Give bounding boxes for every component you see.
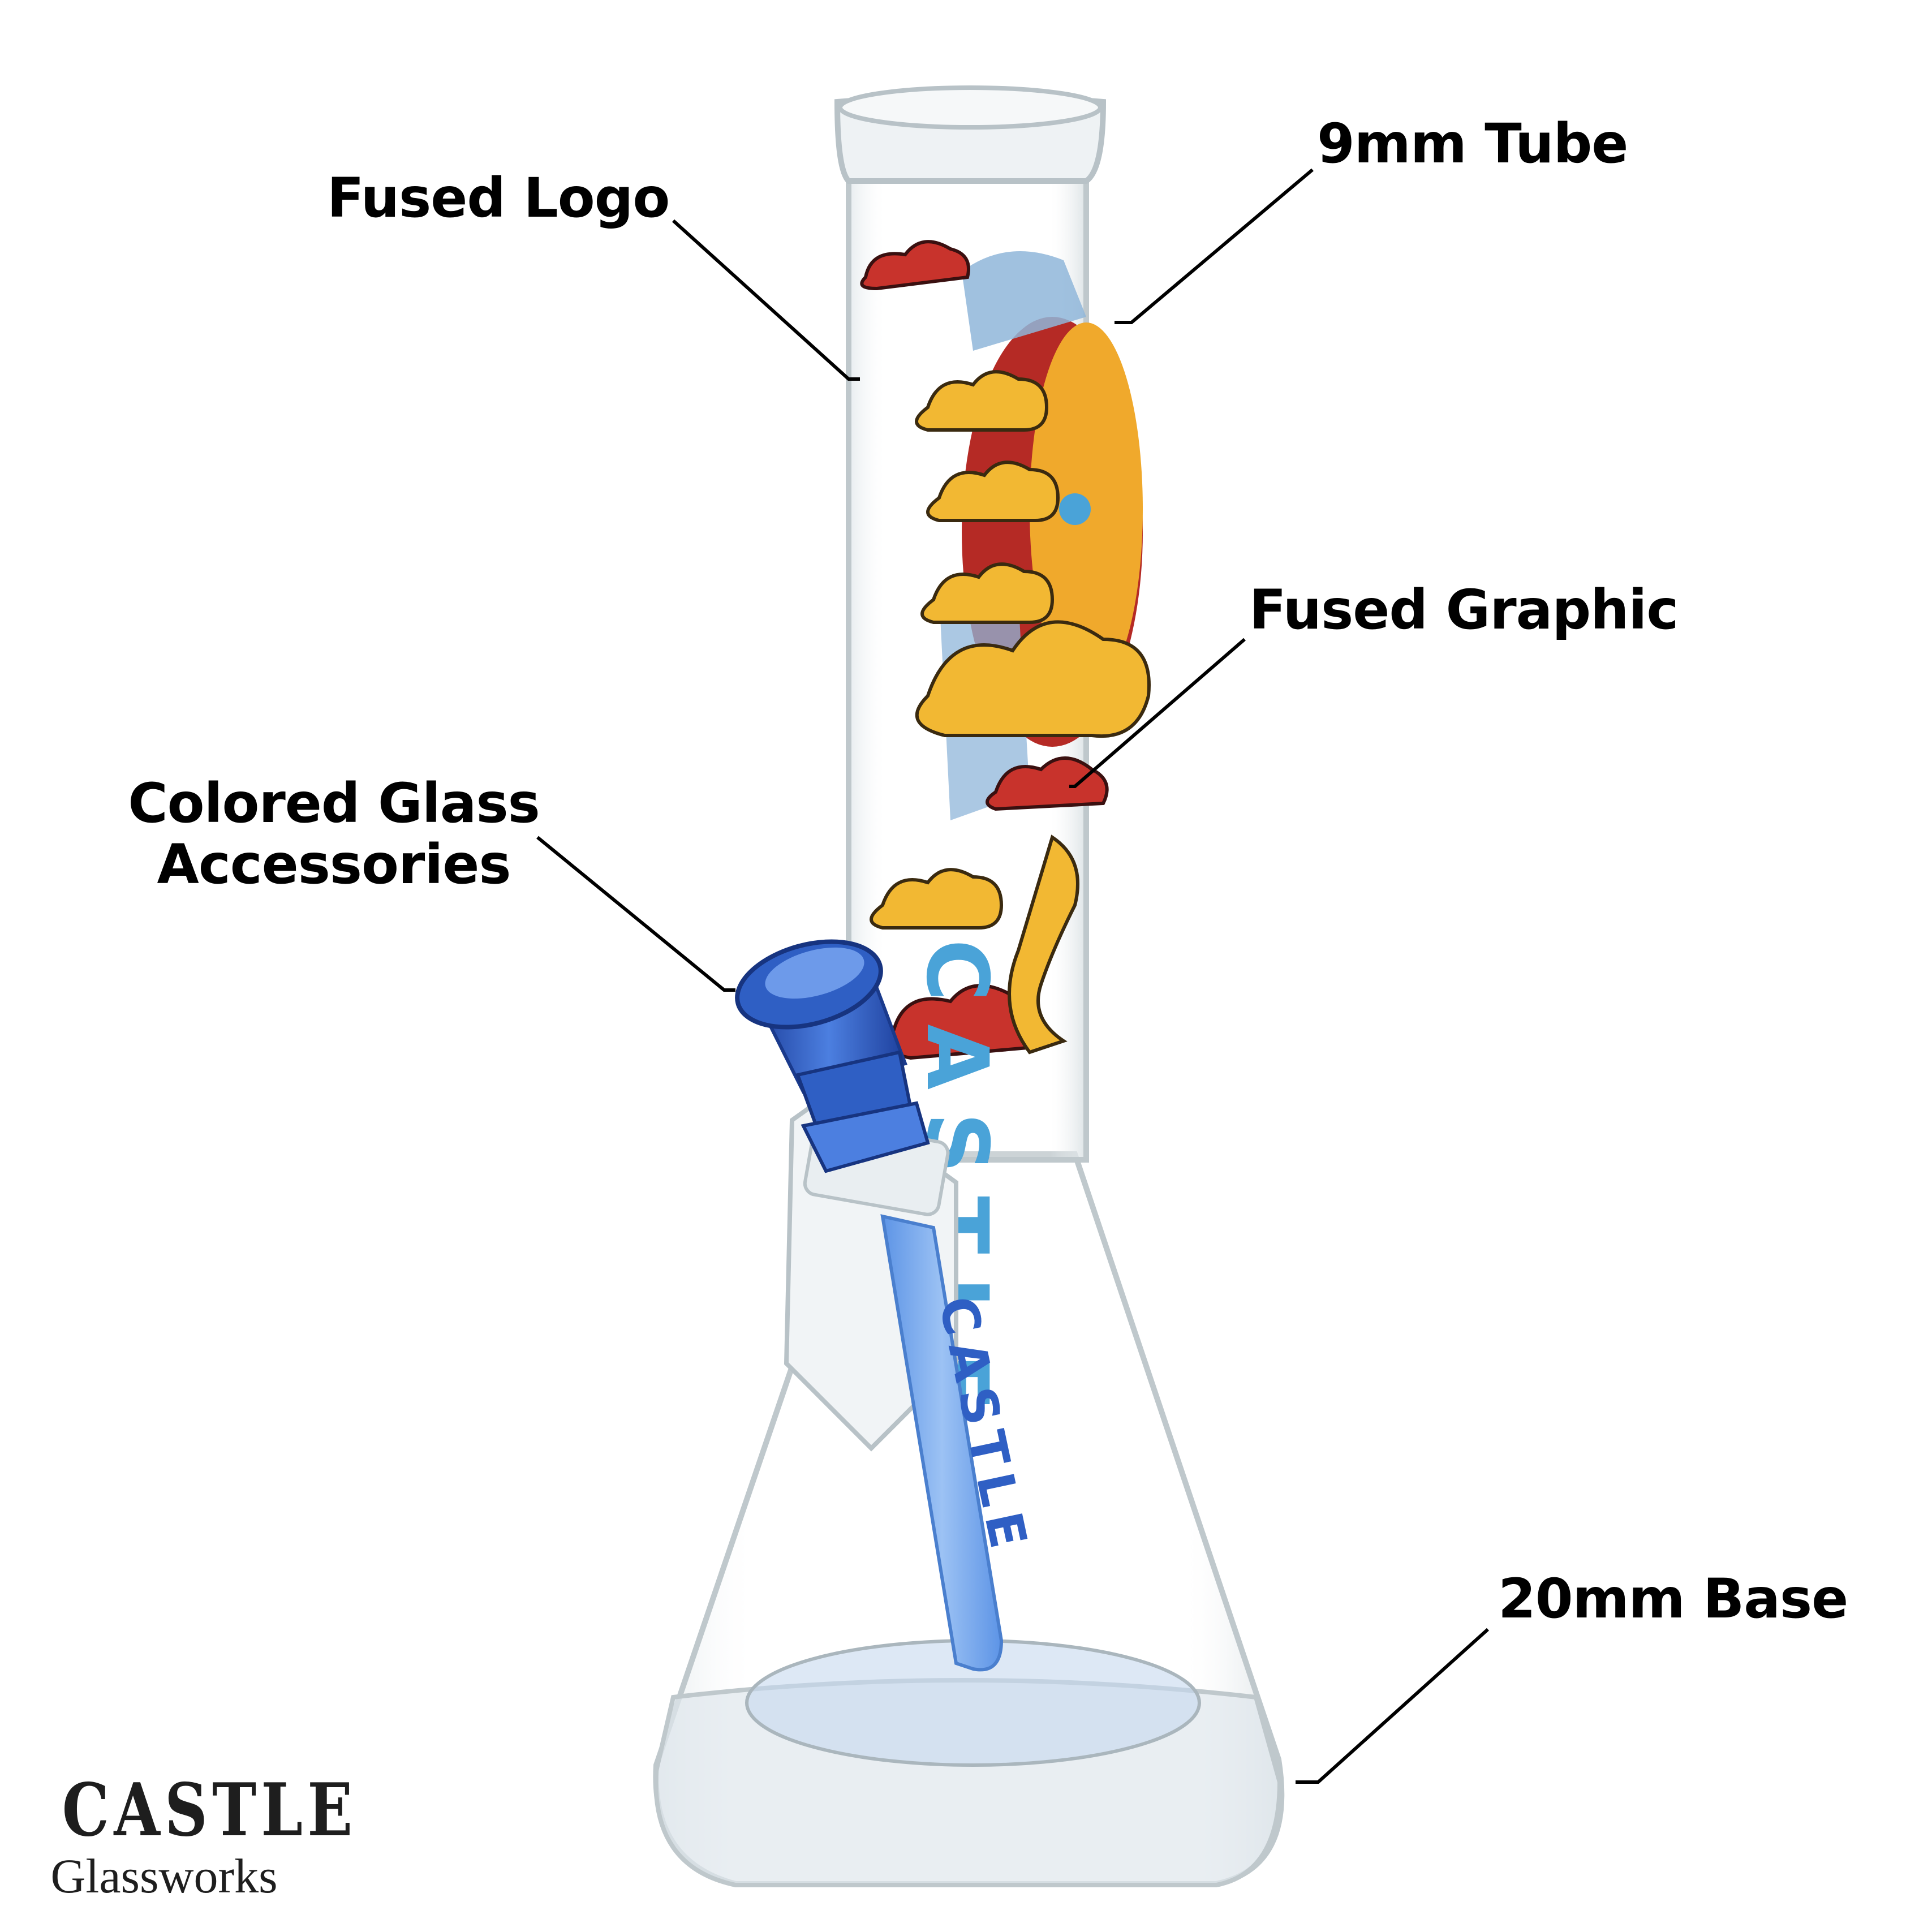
callout-lines: [536, 168, 1490, 1784]
brand-name: CASTLE: [62, 1768, 358, 1853]
callout-base: 20mm Base: [1498, 1567, 1848, 1630]
callout-fused-graphic: Fused Graphic: [1249, 578, 1679, 642]
callout-colored-line2: Accessories: [157, 833, 511, 896]
fused-graphic: [860, 240, 1151, 1060]
callout-fused-logo: Fused Logo: [327, 166, 670, 230]
downstem: [880, 1214, 1004, 1672]
blue-bowl: [735, 939, 930, 1173]
callout-tube: 9mm Tube: [1317, 112, 1628, 175]
callout-colored-line1: Colored Glass: [128, 772, 540, 835]
brand-subtitle: Glassworks: [50, 1849, 278, 1903]
brand-logo: CASTLE Glassworks: [40, 1768, 358, 1903]
callout-colored-glass: Colored Glass Accessories: [119, 773, 549, 895]
